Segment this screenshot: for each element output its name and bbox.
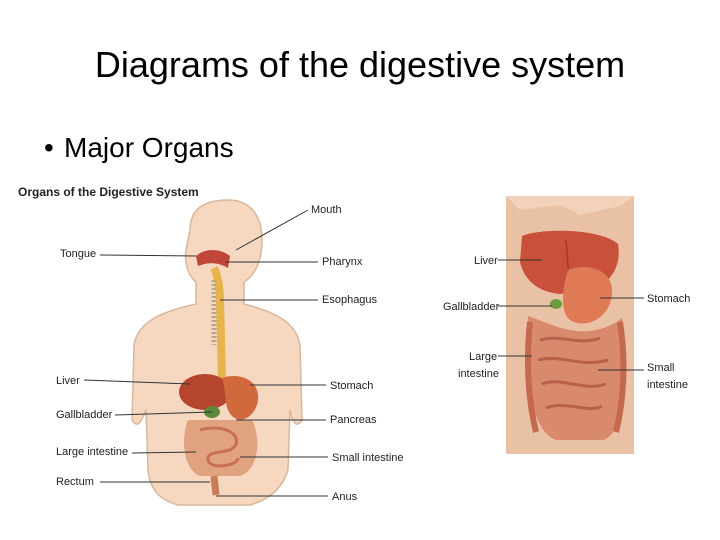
label-mouth: Mouth [311, 204, 342, 216]
label-rectum: Rectum [56, 476, 94, 488]
label-pancreas: Pancreas [330, 414, 377, 426]
right-label-large-intestine-2: intestine [458, 368, 499, 380]
right-label-liver: Liver [474, 255, 498, 267]
label-small-intestine: Small intestine [332, 452, 404, 464]
left-diagram-heading: Organs of the Digestive System [18, 185, 199, 199]
right-label-gallbladder: Gallbladder [443, 301, 500, 313]
label-large-intestine: Large intestine [56, 446, 128, 458]
slide-title: Diagrams of the digestive system [94, 44, 626, 85]
bullet-item: • Major Organs [44, 132, 234, 164]
right-label-small-intestine-1: Small [647, 362, 675, 374]
label-tongue: Tongue [60, 248, 96, 260]
human-silhouette [131, 199, 303, 506]
right-label-large-intestine-1: Large [469, 351, 497, 363]
label-anus: Anus [332, 491, 358, 503]
right-leader-lines [498, 259, 644, 371]
torso-photo [506, 196, 634, 454]
right-label-stomach: Stomach [647, 293, 690, 305]
label-liver: Liver [56, 375, 80, 387]
left-leader-lines [83, 209, 328, 497]
bullet-dot: • [44, 132, 54, 163]
label-pharynx: Pharynx [322, 256, 363, 268]
right-label-small-intestine-2: intestine [647, 379, 688, 391]
bullet-text: Major Organs [64, 132, 234, 163]
label-esophagus: Esophagus [322, 294, 378, 306]
label-gallbladder: Gallbladder [56, 409, 113, 421]
label-stomach: Stomach [330, 380, 373, 392]
